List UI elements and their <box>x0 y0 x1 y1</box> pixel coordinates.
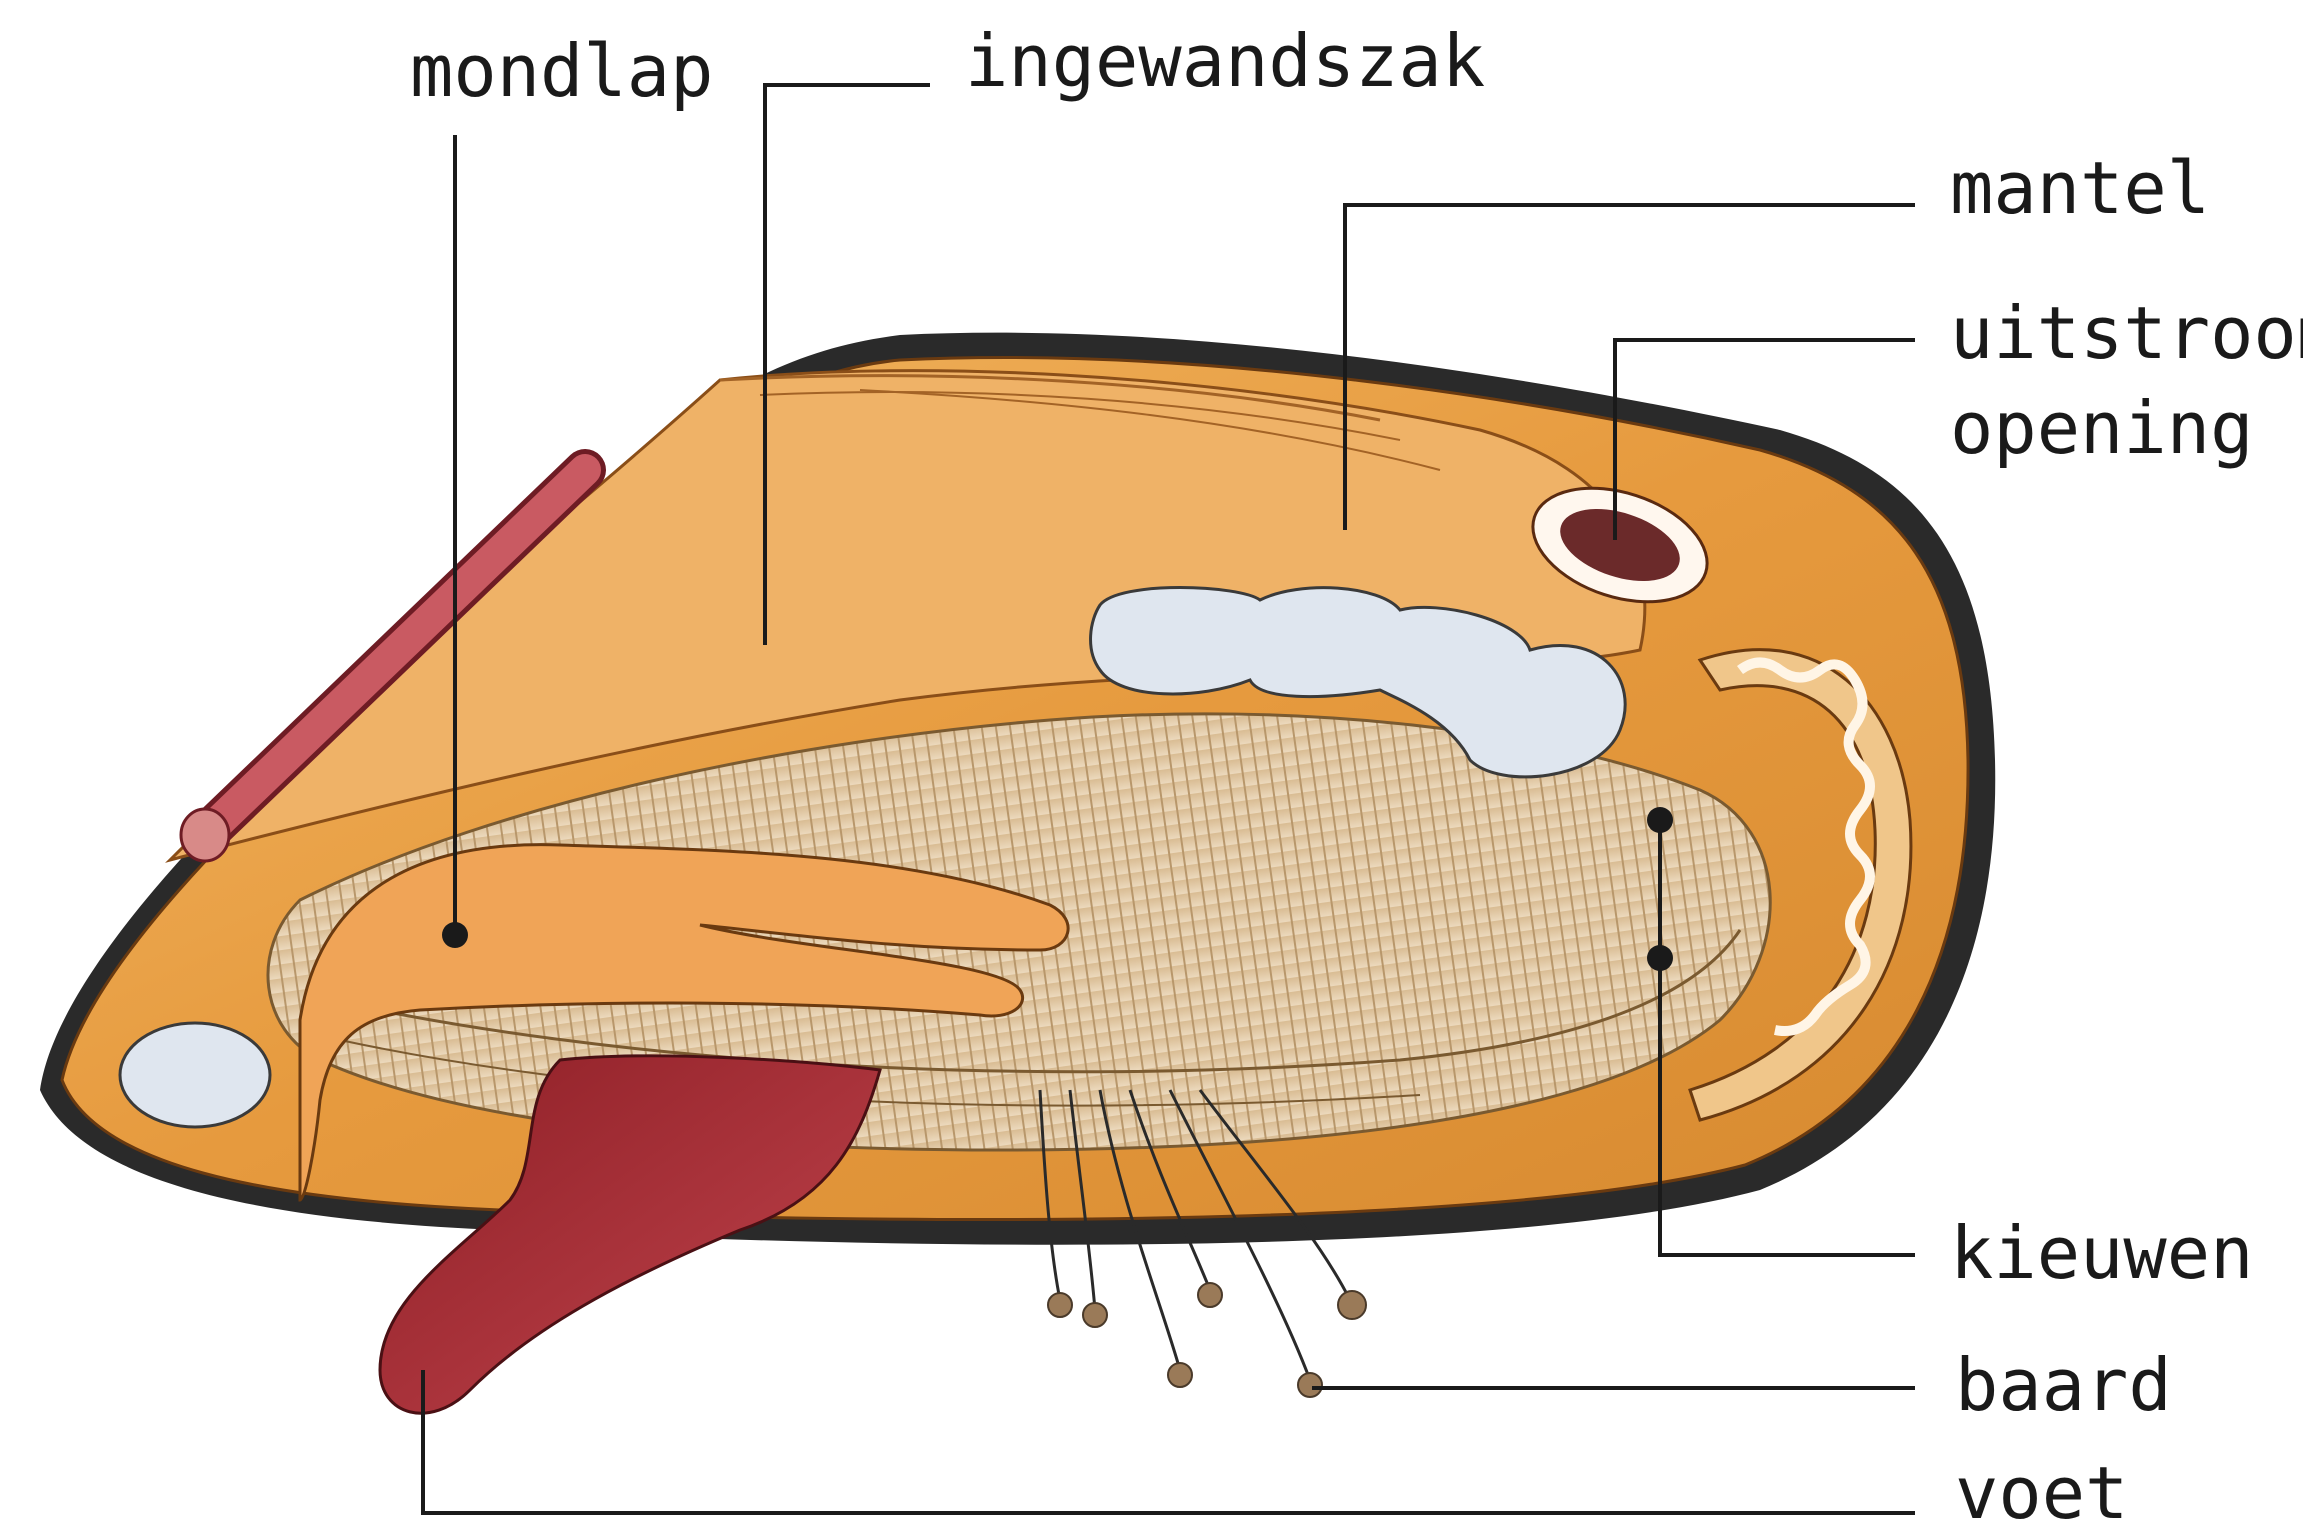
label-kieuwen: kieuwen <box>1950 1210 2253 1296</box>
label-ingewandszak: ingewandszak <box>965 18 1485 104</box>
label-uitstroom-line1: uitstroom- <box>1950 290 2303 376</box>
label-baard: baard <box>1955 1342 2172 1428</box>
byssus-plaques <box>1048 1283 1366 1397</box>
label-mantel: mantel <box>1950 145 2210 231</box>
leader-voet <box>423 1370 1915 1513</box>
label-uitstroom-line2: opening <box>1950 385 2253 471</box>
anterior-adductor <box>120 1023 270 1127</box>
label-mondlap: mondlap <box>410 28 713 114</box>
label-voet: voet <box>1955 1450 2128 1536</box>
